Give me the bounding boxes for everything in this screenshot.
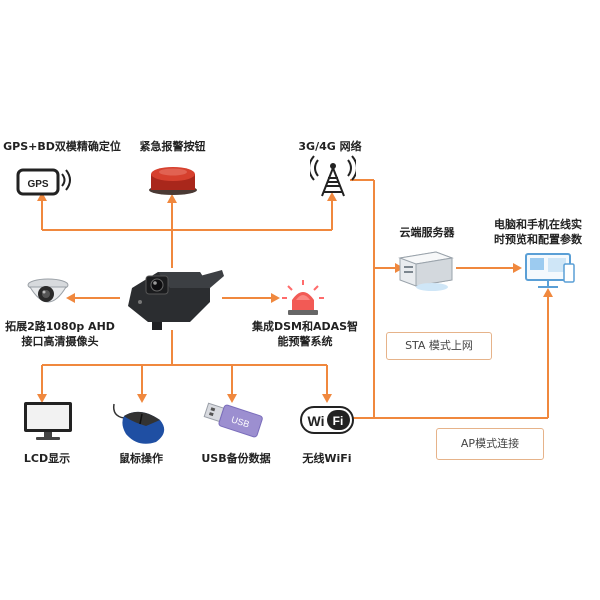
cloud-server-label: 云端服务器	[399, 226, 455, 239]
mouse-icon	[112, 403, 165, 444]
wifi-icon-text2: Fi	[333, 414, 344, 428]
wifi-logo-icon: Wi Fi	[300, 406, 354, 434]
network-label: 3G/4G 网络	[298, 140, 362, 153]
wifi-icon-text: Wi	[308, 413, 325, 429]
panic-button-icon	[149, 167, 197, 195]
alarm-light-icon	[282, 280, 324, 315]
dome-camera-icon	[27, 278, 69, 303]
ap-mode-tag: AP模式连接	[436, 428, 544, 460]
dsm-label-line2: 能预警系统	[277, 335, 333, 348]
lcd-monitor-icon	[24, 402, 72, 440]
sta-mode-tag: STA 模式上网	[386, 332, 492, 360]
usb-stick-icon: USB	[203, 402, 263, 438]
central-device-icon	[128, 270, 224, 330]
mouse-label: 鼠标操作	[119, 452, 163, 465]
client-label-line2: 时预览和配置参数	[494, 233, 582, 246]
camera-label-line1: 拓展2路1080p AHD	[5, 320, 115, 333]
dsm-label-line1: 集成DSM和ADAS智	[251, 320, 359, 333]
lcd-label: LCD显示	[23, 452, 71, 465]
server-icon	[398, 251, 454, 291]
usb-label: USB备份数据	[201, 452, 271, 465]
gps-label: GPS+BD双模精确定位	[3, 140, 121, 153]
antenna-icon	[310, 155, 356, 197]
gps-icon-text: GPS	[27, 179, 48, 190]
camera-label-line2: 接口高清摄像头	[21, 335, 99, 348]
client-label-line1: 电脑和手机在线实	[494, 218, 582, 231]
gps-device-icon: GPS	[16, 168, 71, 196]
pc-phone-icon	[525, 253, 575, 288]
wifi-label: 无线WiFi	[302, 452, 352, 465]
panic-button-label: 紧急报警按钮	[139, 140, 206, 153]
